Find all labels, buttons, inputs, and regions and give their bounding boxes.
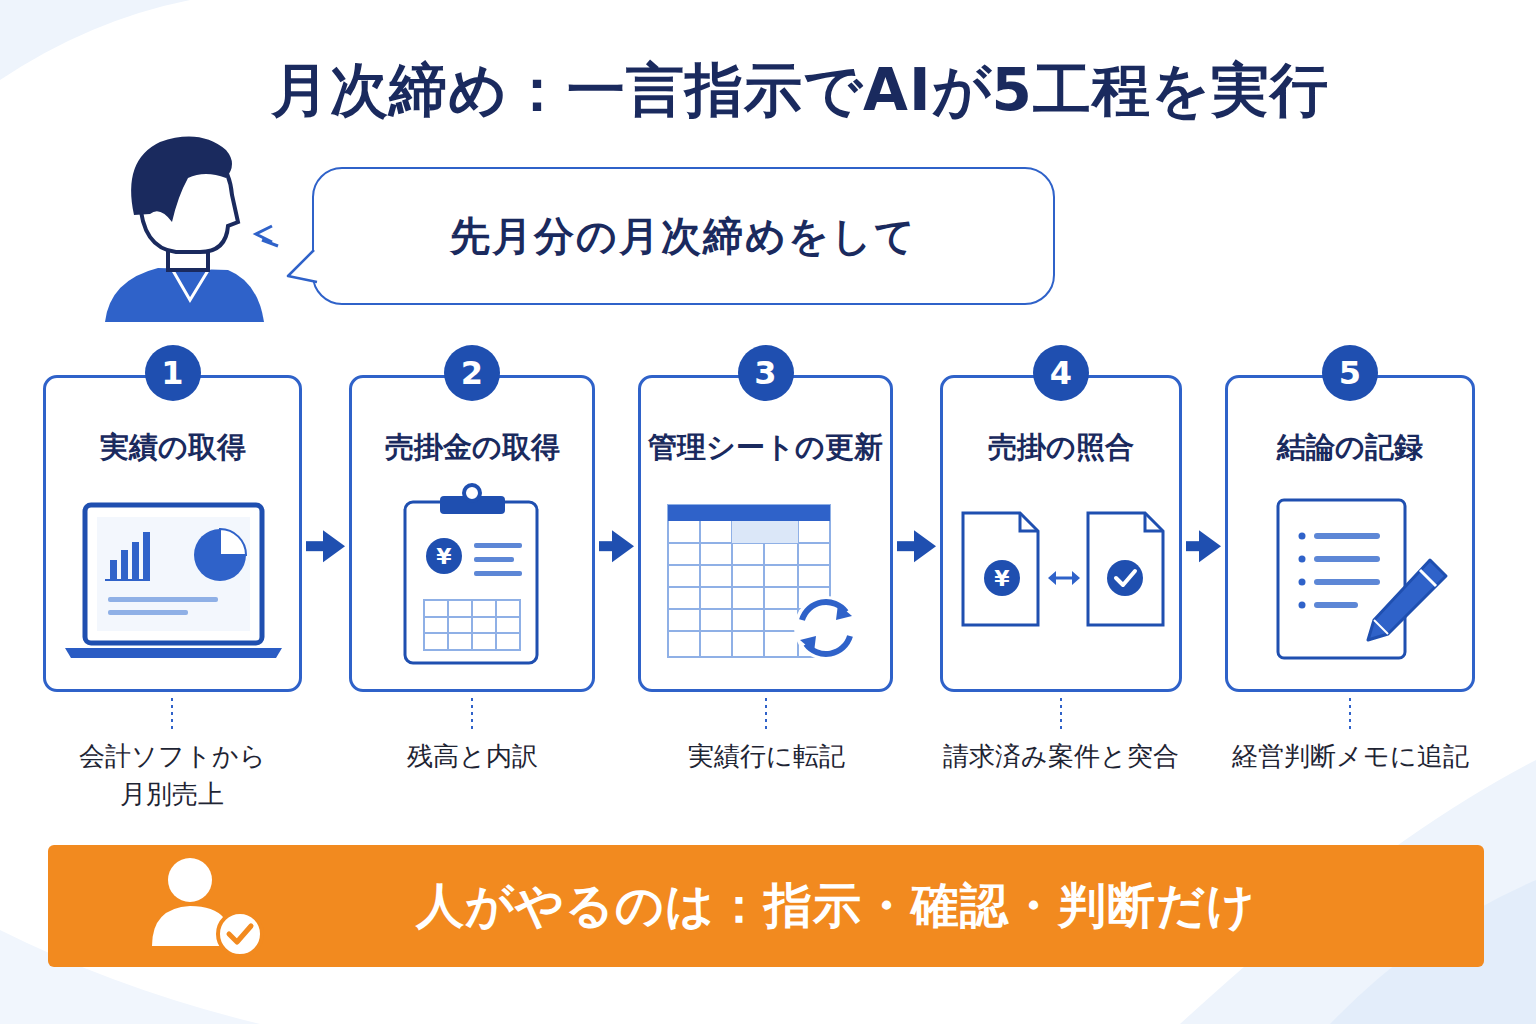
background-shape-part xyxy=(0,0,190,80)
step-note: 請求済み案件と突合 xyxy=(911,738,1211,776)
approver-icon xyxy=(152,858,262,956)
yen-symbol: ¥ xyxy=(426,538,462,574)
person-icon-part xyxy=(140,148,238,252)
step-number: 5 xyxy=(1322,345,1378,401)
step-box: 管理シートの更新3 xyxy=(638,375,893,692)
person-icon-part xyxy=(168,262,212,300)
leader-line-part xyxy=(171,698,173,732)
person-icon-part xyxy=(168,238,208,270)
node-text: 売掛の照合 xyxy=(943,428,1179,468)
step-number-text: 4 xyxy=(1050,354,1072,392)
leader-line-part xyxy=(1349,698,1351,732)
step-note: 経営判断メモに追記 xyxy=(1200,738,1500,776)
arrow-head xyxy=(914,530,936,562)
leader-line-part xyxy=(765,698,767,732)
step-number-text: 5 xyxy=(1339,354,1361,392)
flow-arrow xyxy=(897,530,936,562)
arrow-shaft xyxy=(599,541,614,551)
person-icon-part xyxy=(262,240,278,246)
yen-symbol: ¥ xyxy=(984,560,1020,596)
node-text: 管理シートの更新 xyxy=(641,428,890,468)
step-number: 3 xyxy=(738,345,794,401)
approver-icon-part xyxy=(218,912,262,956)
leader-line-part xyxy=(1060,698,1062,732)
person-icon xyxy=(105,137,278,322)
diagram-title: 月次締め：一言指示でAIが5工程を実行 xyxy=(100,52,1500,130)
step-note: 残高と内訳 xyxy=(372,738,572,776)
leader-line xyxy=(172,698,1350,732)
approver-icon-part xyxy=(152,906,224,946)
flow-arrow xyxy=(306,530,345,562)
person-icon-part xyxy=(105,268,264,322)
step-note: 会計ソフトから 月別売上 xyxy=(67,738,277,813)
step-number-text: 1 xyxy=(161,354,183,392)
step-box: 結論の記録5 xyxy=(1225,375,1475,692)
arrow-shaft xyxy=(1186,541,1201,551)
node-text: 人がやるのは：指示・確認・判断だけ xyxy=(416,874,1256,938)
leader-line-part xyxy=(471,698,473,732)
step-box: 売掛金の取得2 xyxy=(349,375,595,692)
summary-band: 人がやるのは：指示・確認・判断だけ xyxy=(48,845,1484,967)
step-number: 4 xyxy=(1033,345,1089,401)
step-box: 売掛の照合4 xyxy=(940,375,1182,692)
arrow-shaft xyxy=(306,541,325,551)
step-number-text: 2 xyxy=(461,354,483,392)
speech-bubble: 先月分の月次締めをして xyxy=(312,167,1055,305)
arrow-head xyxy=(612,530,634,562)
node-text: 先月分の月次締めをして xyxy=(450,209,917,264)
arrow-shaft xyxy=(897,541,916,551)
approver-icon-part xyxy=(229,926,251,942)
step-note: 実績行に転記 xyxy=(616,738,916,776)
node-text: 売掛金の取得 xyxy=(352,428,592,468)
flow-arrow xyxy=(1186,530,1221,562)
approver-icon-part xyxy=(168,858,212,902)
person-icon-part xyxy=(256,226,272,242)
person-icon-part xyxy=(131,137,232,222)
arrow-head xyxy=(1199,530,1221,562)
flow-arrow xyxy=(599,530,634,562)
node-text: 結論の記録 xyxy=(1228,428,1472,468)
step-number: 1 xyxy=(145,345,201,401)
node-text: 実績の取得 xyxy=(46,428,299,468)
step-box: 実績の取得1 xyxy=(43,375,302,692)
step-number: 2 xyxy=(444,345,500,401)
arrow-head xyxy=(323,530,345,562)
step-number-text: 3 xyxy=(754,354,776,392)
